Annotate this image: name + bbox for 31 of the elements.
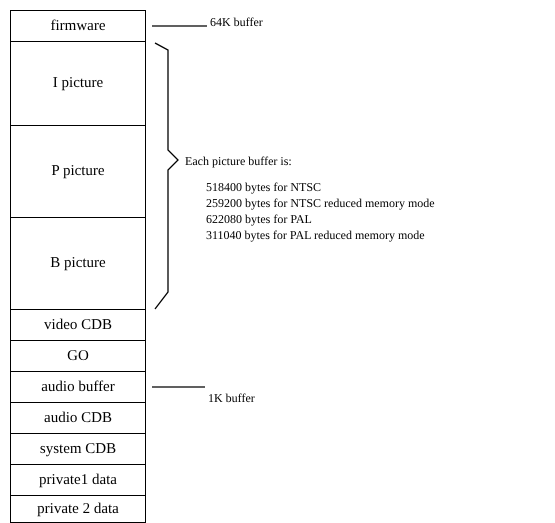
memory-block bbox=[10, 10, 146, 42]
memory-block bbox=[10, 41, 146, 126]
block-label: audio CDB bbox=[44, 410, 112, 426]
leader-line bbox=[152, 25, 207, 27]
block-label: firmware bbox=[50, 18, 106, 34]
leader-line bbox=[152, 386, 205, 388]
note-line: 259200 bytes for NTSC reduced memory mode bbox=[206, 196, 435, 210]
memory-block bbox=[10, 371, 146, 403]
block-label: I picture bbox=[52, 75, 104, 92]
block-label: audio buffer bbox=[41, 378, 115, 396]
block-label: P picture bbox=[51, 163, 105, 180]
block-label: GO bbox=[67, 348, 89, 364]
memory-block bbox=[10, 495, 146, 523]
block-label: video CDB bbox=[44, 316, 112, 334]
block-label: B picture bbox=[50, 255, 106, 272]
memory-block bbox=[10, 217, 146, 310]
memory-block bbox=[10, 309, 146, 341]
note-heading: Each picture buffer is: bbox=[185, 154, 292, 168]
callout-text: 1K buffer bbox=[208, 391, 255, 405]
note-line: 622080 bytes for PAL bbox=[206, 212, 312, 226]
callout-text: 64K buffer bbox=[210, 15, 263, 29]
memory-block bbox=[10, 402, 146, 434]
block-label: private 2 data bbox=[37, 500, 119, 518]
note-line: 311040 bytes for PAL reduced memory mode bbox=[206, 228, 425, 242]
block-label: private1 data bbox=[39, 472, 117, 488]
memory-block bbox=[10, 433, 146, 465]
memory-block bbox=[10, 125, 146, 218]
block-label: system CDB bbox=[40, 440, 116, 458]
memory-block bbox=[10, 464, 146, 496]
memory-block bbox=[10, 340, 146, 372]
note-line: 518400 bytes for NTSC bbox=[206, 180, 321, 194]
